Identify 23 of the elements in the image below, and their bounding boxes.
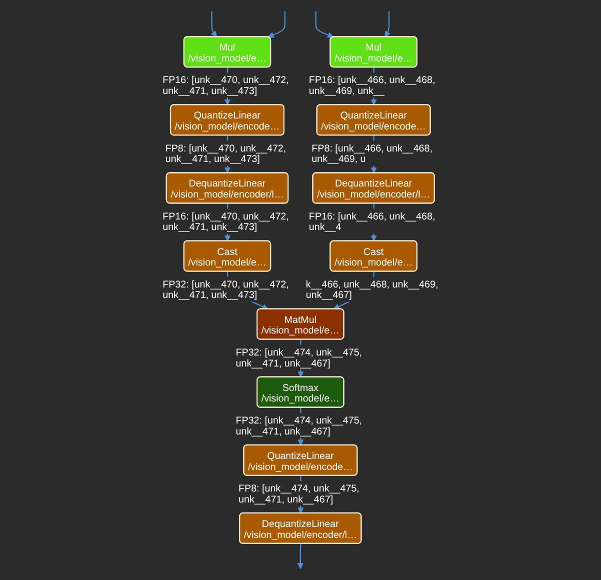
operator-node: QuantizeLinear /vision_model/encode… — [170, 104, 284, 136]
operator-node: Cast /vision_model/e… — [330, 240, 418, 272]
edge-label: FP32: [unk__470, unk__472, unk__471, unk__473] — [161, 276, 290, 302]
edge-label: k__466, unk__468, unk__469, unk__467] — [304, 276, 440, 302]
operator-node: DequantizeLinear /vision_model/encoder/l… — [312, 172, 435, 204]
edge-label: FP16: [unk__466, unk__468, unk__469, unk__ — [308, 72, 437, 98]
operator-node: DequantizeLinear /vision_model/encoder/l… — [239, 512, 362, 544]
edge-label: FP32: [unk__474, unk__475, unk__471, unk__467] — [234, 344, 364, 370]
operator-node: DequantizeLinear /vision_model/encoder/l… — [166, 172, 289, 204]
operator-node: MatMul /vision_model/e… — [256, 308, 344, 340]
edge-label: FP16: [unk__470, unk__472, unk__471, unk__473] — [161, 72, 290, 98]
edge-label: FP16: [unk__466, unk__468, unk__4 — [308, 208, 437, 234]
operator-node: Mul /vision_model/e… — [183, 36, 272, 68]
edge-label: FP16: [unk__470, unk__472, unk__471, unk__473] — [161, 208, 290, 234]
edge-label: FP8: [unk__470, unk__472, unk__471, unk__473] — [164, 140, 288, 166]
operator-node: Mul /vision_model/e… — [330, 36, 418, 68]
edge-label: FP8: [unk__474, unk__475, unk__471, unk__467] — [237, 481, 361, 506]
operator-node: Softmax /vision_model/e… — [256, 376, 344, 408]
operator-node: QuantizeLinear /vision_model/encode… — [243, 444, 358, 476]
operator-node: QuantizeLinear /vision_model/encode… — [316, 104, 431, 136]
edge-label: FP8: [unk__466, unk__468, unk__469, u — [310, 140, 434, 166]
operator-node: Cast /vision_model/e… — [183, 240, 272, 272]
edge-label: FP32: [unk__474, unk__475, unk__471, unk__467] — [234, 412, 364, 438]
